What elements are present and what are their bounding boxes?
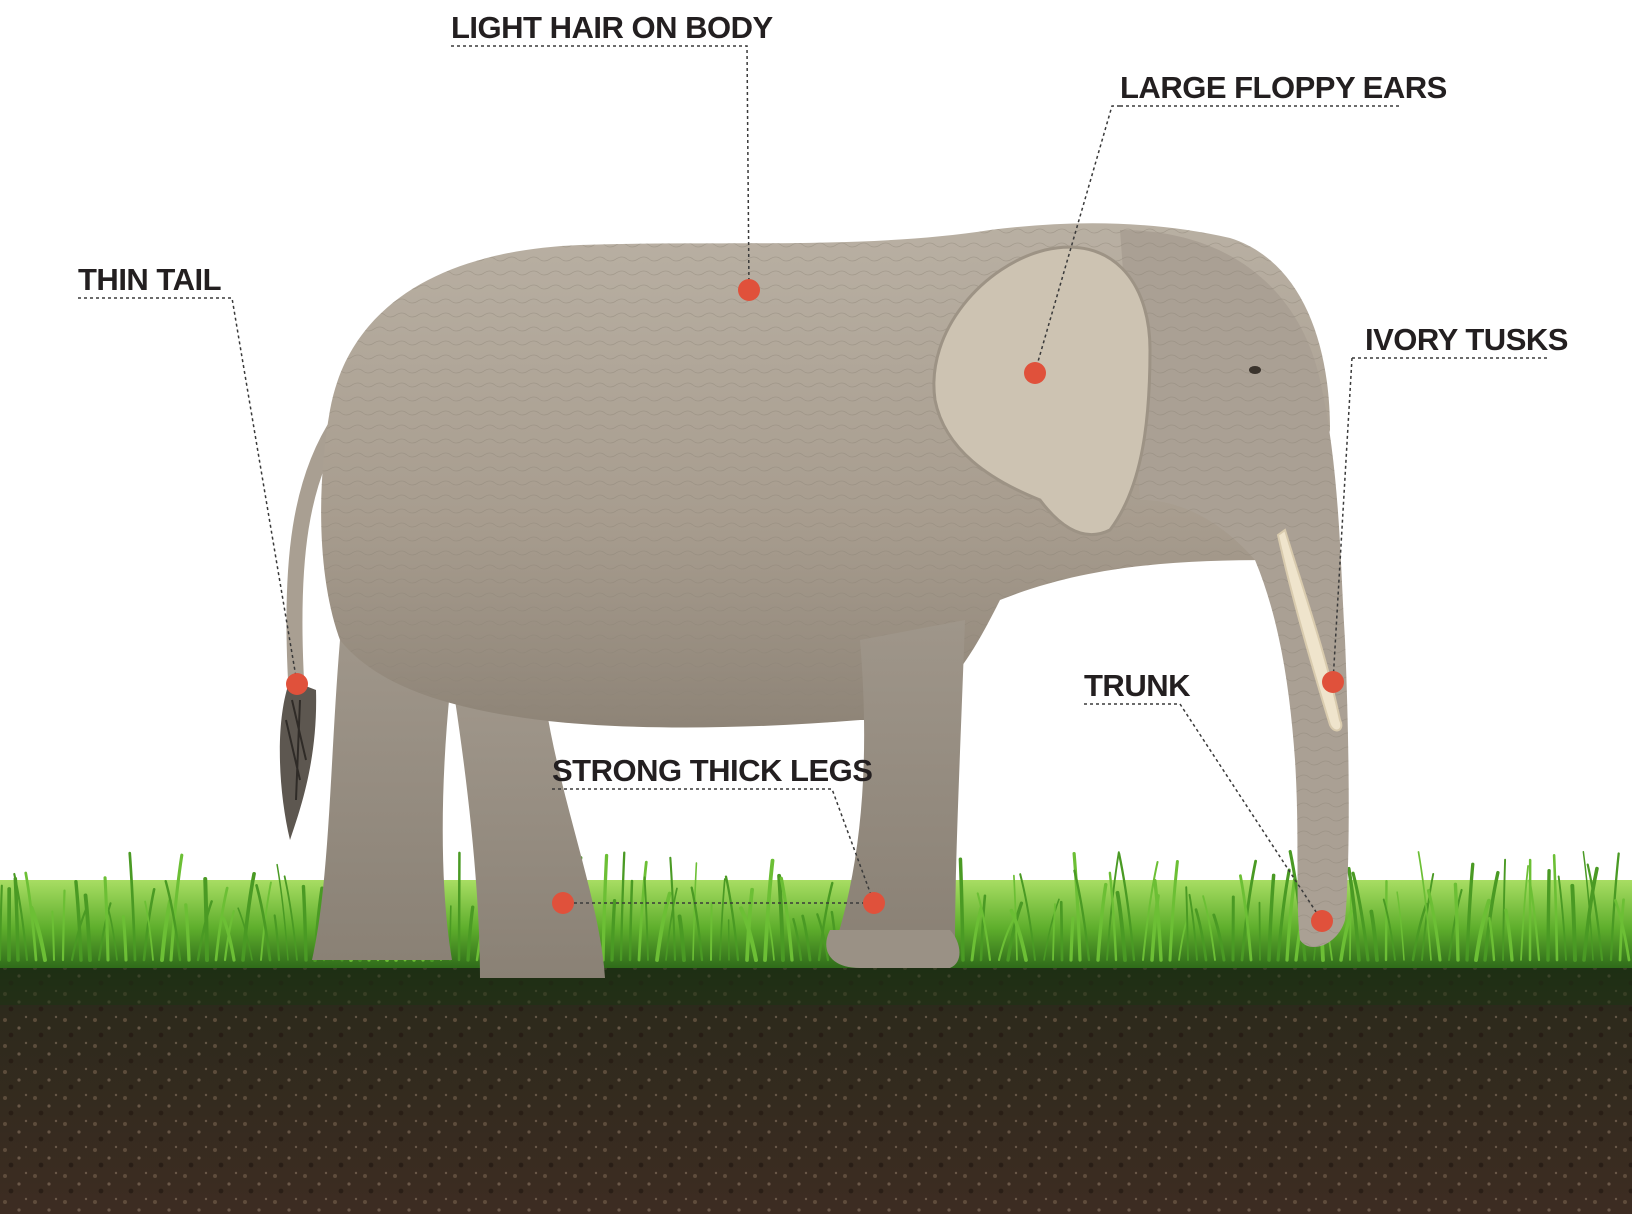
marker-ears	[1024, 362, 1046, 384]
label-light-hair-on-body: LIGHT HAIR ON BODY	[451, 10, 773, 46]
grass	[0, 851, 1632, 968]
label-trunk: TRUNK	[1084, 668, 1190, 704]
marker-tusks	[1322, 671, 1344, 693]
leader-line-tail	[78, 298, 297, 683]
grass-blade	[1071, 918, 1073, 960]
marker-leg-back	[552, 892, 574, 914]
grass-blade	[1259, 903, 1260, 960]
soil-ground	[0, 965, 1632, 1214]
grass-blade	[1350, 887, 1351, 960]
grass-blade	[711, 903, 712, 960]
label-ivory-tusks: IVORY TUSKS	[1365, 322, 1568, 358]
label-strong-thick-legs: STRONG THICK LEGS	[552, 753, 872, 789]
marker-trunk	[1311, 910, 1333, 932]
marker-leg-front	[863, 892, 885, 914]
label-thin-tail: THIN TAIL	[78, 262, 221, 298]
grass-blade	[205, 879, 207, 960]
marker-tail	[286, 673, 308, 695]
grass-blade	[1061, 902, 1062, 960]
label-large-floppy-ears: LARGE FLOPPY EARS	[1120, 70, 1447, 106]
leader-line-tusks	[1333, 358, 1548, 682]
marker-light-hair	[738, 279, 760, 301]
grass-blade	[1548, 871, 1549, 960]
